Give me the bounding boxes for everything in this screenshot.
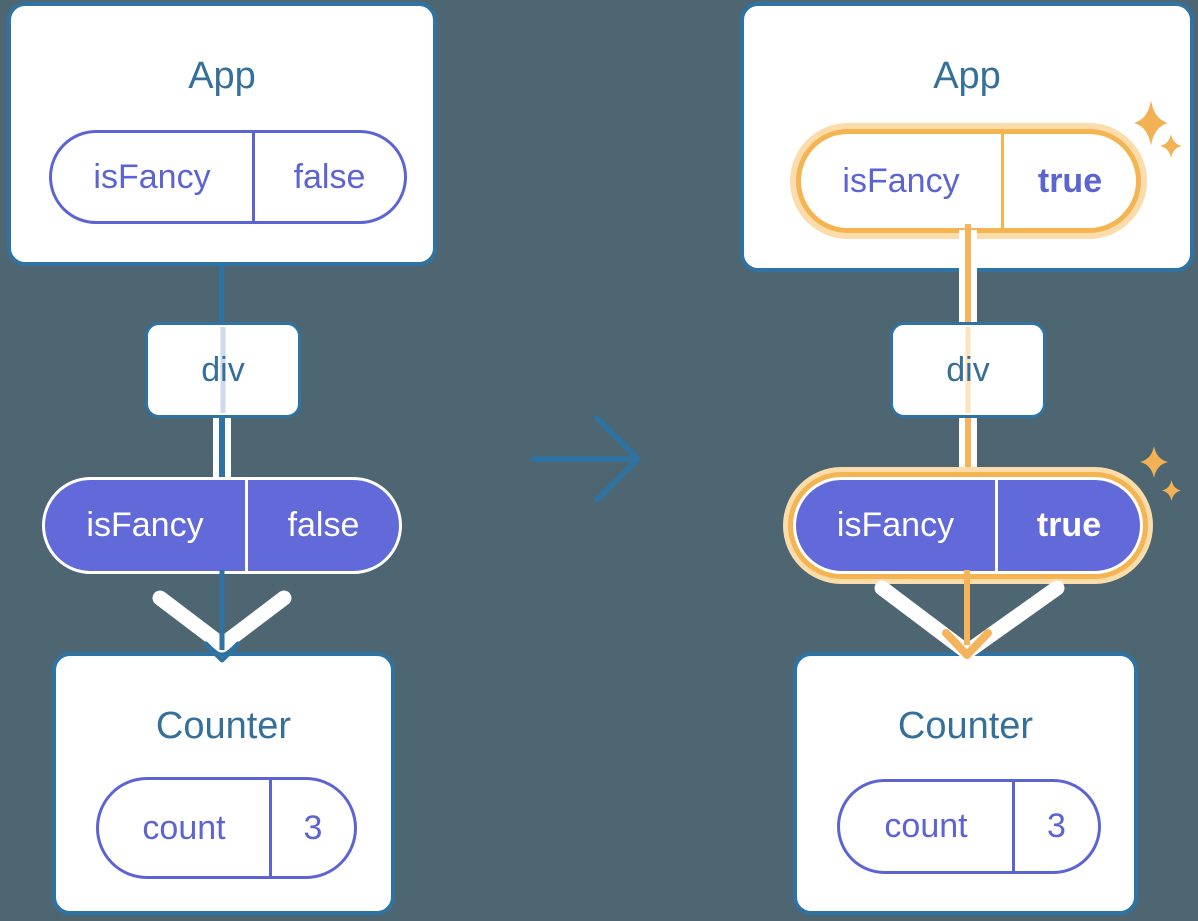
div-node-label: div (946, 350, 990, 389)
div-node-label: div (201, 350, 245, 389)
sparkle-icon (1134, 100, 1190, 162)
sparkle-icon (1140, 446, 1188, 504)
state-pill-count: count 3 (96, 777, 357, 879)
state-name: count (840, 782, 1015, 871)
div-node-card: div (890, 322, 1046, 418)
prop-name: isFancy (801, 134, 1004, 228)
prop-flow-line (219, 262, 224, 324)
div-node-card: div (145, 322, 301, 418)
state-value: 3 (303, 808, 323, 847)
state-pill-count: count 3 (837, 779, 1101, 874)
state-name: count (99, 780, 272, 876)
flow-pipe-right-edge (971, 230, 977, 322)
prop-pill-isfancy-highlighted: isFancy true (796, 129, 1141, 233)
prop-flow-line-faint (220, 327, 226, 413)
prop-name: isFancy (52, 133, 255, 221)
flow-pipe-left-edge (959, 230, 965, 322)
app-component-card: App isFancy false (7, 2, 437, 266)
component-title: Counter (897, 705, 1034, 747)
counter-component-card: Counter count 3 (793, 652, 1138, 915)
prop-value: true (1037, 161, 1103, 200)
prop-name: isFancy (45, 480, 248, 571)
flow-pipe-right-edge (971, 418, 977, 483)
prop-value: false (293, 157, 366, 196)
prop-value: true (1036, 506, 1102, 544)
state-value: 3 (1047, 807, 1066, 845)
prop-name: isFancy (796, 480, 998, 571)
prop-flow-line-faint (965, 327, 971, 413)
flow-pipe-right-edge (225, 418, 231, 483)
arrow-down-icon (874, 570, 1065, 660)
counter-component-card: Counter count 3 (52, 652, 395, 915)
flow-pipe-left-edge (213, 418, 219, 483)
prop-flow-line (219, 418, 225, 483)
arrow-right-icon (530, 415, 641, 503)
passed-prop-pill-isfancy: isFancy false (42, 477, 402, 574)
arrow-down-icon (152, 570, 292, 663)
flow-pipe-left-edge (959, 418, 965, 483)
component-title: App (933, 55, 1001, 97)
component-title: Counter (155, 705, 292, 747)
prop-pill-isfancy: isFancy false (49, 130, 407, 224)
passed-prop-pill-isfancy-highlighted: isFancy true (793, 477, 1143, 574)
component-title: App (188, 55, 256, 97)
prop-flow-line (965, 224, 971, 322)
prop-flow-line (965, 418, 971, 483)
prop-value: false (287, 506, 360, 544)
